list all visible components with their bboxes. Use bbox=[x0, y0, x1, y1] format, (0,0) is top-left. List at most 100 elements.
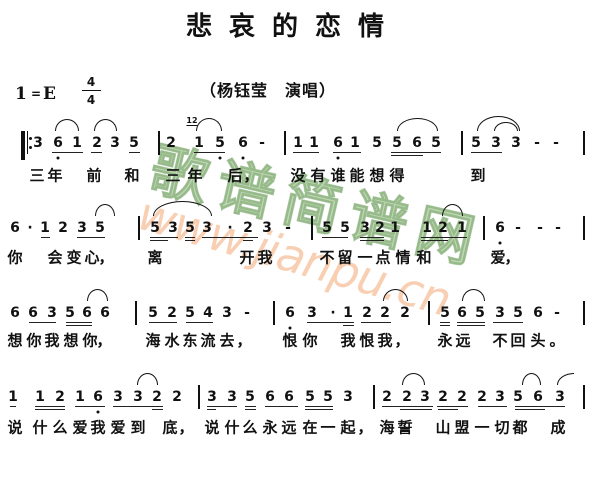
note: 2 bbox=[402, 389, 412, 405]
note: 2 bbox=[375, 220, 385, 236]
lyric-char: 爱 bbox=[110, 418, 126, 437]
augmentation-dot: · bbox=[330, 305, 336, 321]
underline bbox=[307, 322, 354, 324]
bar-line bbox=[311, 216, 313, 240]
note: 2 bbox=[55, 389, 65, 405]
slur bbox=[462, 289, 485, 301]
augmentation-dot: · bbox=[27, 220, 33, 236]
lyric-char: 誓 bbox=[397, 418, 413, 437]
double-underline bbox=[421, 240, 448, 242]
underline bbox=[471, 152, 502, 154]
note: 6 bbox=[10, 305, 20, 321]
time-denominator: 4 bbox=[86, 93, 96, 107]
note: 2 bbox=[152, 389, 162, 405]
underline bbox=[207, 406, 237, 408]
note: 6 bbox=[533, 305, 543, 321]
bar-line bbox=[583, 131, 585, 155]
underline bbox=[41, 237, 50, 239]
lyric-char: 到 bbox=[470, 166, 486, 185]
slur bbox=[137, 373, 158, 385]
lyric-char: 回 bbox=[510, 331, 526, 350]
note: 2 bbox=[380, 305, 390, 321]
key-equals: = bbox=[31, 87, 42, 101]
double-underline bbox=[150, 240, 168, 242]
lyric-char: 远 bbox=[455, 331, 471, 350]
note: 2 bbox=[166, 135, 176, 151]
note: 5 bbox=[471, 135, 481, 151]
underline bbox=[421, 237, 467, 239]
underline bbox=[333, 152, 361, 154]
underline bbox=[202, 237, 258, 239]
underline bbox=[305, 406, 333, 408]
underline bbox=[457, 322, 485, 324]
repeat-thick-bar bbox=[21, 131, 25, 160]
low-octave-dot bbox=[96, 410, 100, 414]
note: 3 bbox=[495, 305, 505, 321]
lyric-char: 海 bbox=[379, 418, 395, 437]
lyric-char: 什 bbox=[224, 418, 240, 437]
note: 4 bbox=[203, 305, 213, 321]
double-underline bbox=[245, 409, 256, 411]
lyric-char: 谁 bbox=[330, 166, 346, 185]
underline bbox=[150, 237, 178, 239]
low-octave-dot bbox=[498, 241, 502, 245]
lyric-char: 不 bbox=[319, 248, 335, 267]
low-octave-dot bbox=[288, 326, 292, 330]
note: 5 bbox=[322, 220, 332, 236]
bar-line bbox=[135, 301, 137, 325]
lyric-char: 后 bbox=[227, 166, 243, 185]
note: 1 bbox=[343, 305, 353, 321]
lyric-char: 你 bbox=[7, 248, 23, 267]
lyric-char: 没 bbox=[290, 166, 306, 185]
note: 5 bbox=[185, 305, 195, 321]
lyric-char: 想 bbox=[63, 331, 79, 350]
lyric-char: 一 bbox=[320, 418, 336, 437]
lyric-char: 不 bbox=[492, 331, 508, 350]
note: 2 bbox=[58, 220, 68, 236]
lyric-char: 恨 bbox=[359, 331, 375, 350]
note: 5 bbox=[513, 305, 523, 321]
note: 5 bbox=[95, 220, 105, 236]
performer-credit: （杨钰莹 演唱） bbox=[200, 81, 337, 100]
note: 3 bbox=[113, 389, 123, 405]
underline bbox=[91, 152, 102, 154]
note: 6 bbox=[100, 305, 110, 321]
underline bbox=[194, 152, 225, 154]
bar-line bbox=[198, 385, 200, 409]
lyric-char: ， bbox=[394, 331, 410, 350]
underline bbox=[478, 406, 507, 408]
lyric-char: 开 bbox=[239, 248, 255, 267]
repeat-dot bbox=[29, 137, 32, 140]
lyric-char: 我 bbox=[257, 248, 273, 267]
double-underline bbox=[207, 409, 216, 411]
note: 3 bbox=[77, 220, 87, 236]
double-underline bbox=[515, 409, 545, 411]
note: 2 bbox=[167, 305, 177, 321]
note: 6 bbox=[265, 389, 275, 405]
lyric-char: 去 bbox=[219, 331, 235, 350]
double-underline bbox=[440, 325, 450, 327]
bar-line bbox=[158, 131, 160, 155]
note: 6 bbox=[412, 135, 422, 151]
slur bbox=[442, 204, 463, 216]
augmentation-dot: · bbox=[227, 220, 233, 236]
note: 5 bbox=[440, 305, 450, 321]
slur bbox=[397, 118, 438, 131]
lyric-char: 一 bbox=[357, 248, 373, 267]
note: 1 bbox=[350, 135, 360, 151]
hold-dash: - bbox=[244, 305, 250, 321]
note: 3 bbox=[262, 220, 272, 236]
lyric-char: 想 bbox=[369, 166, 385, 185]
hold-dash: - bbox=[537, 220, 543, 236]
bar-line bbox=[583, 301, 585, 325]
note: 6 bbox=[53, 135, 63, 151]
lyric-char: 得 bbox=[389, 166, 405, 185]
note: 5 bbox=[129, 135, 139, 151]
note: 3 bbox=[202, 220, 212, 236]
key-tonic: 1 bbox=[15, 84, 27, 104]
lyric-char: 你 bbox=[82, 331, 98, 350]
note: 3 bbox=[47, 305, 57, 321]
underline bbox=[66, 322, 92, 324]
note: 3 bbox=[227, 389, 237, 405]
lyric-char: 海 bbox=[145, 331, 161, 350]
